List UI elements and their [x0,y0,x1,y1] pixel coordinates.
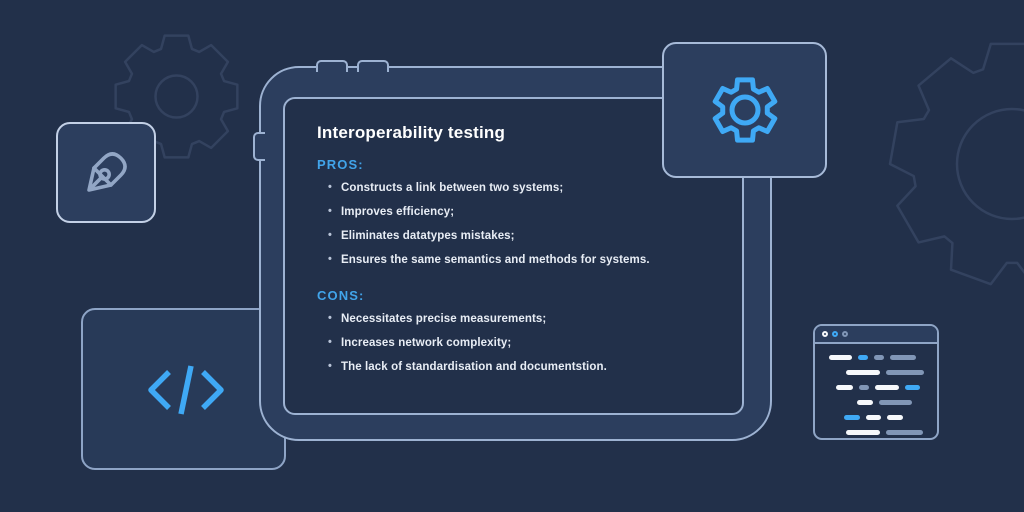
code-segment [875,385,899,390]
bullet-icon: • [328,336,332,348]
code-line [836,385,920,390]
window-control-dot [842,331,848,337]
list-item: • Eliminates datatypes mistakes; [328,229,712,243]
code-segment [866,415,881,420]
gear-card [662,42,827,178]
pen-tool-icon [87,151,127,192]
gear-icon [888,42,1024,286]
cons-heading: CONS: [317,288,365,303]
list-item: • Necessitates precise measurements; [328,312,712,326]
list-item-text: The lack of standardisation and document… [340,361,607,373]
tablet-top-button [316,60,348,72]
code-segment [890,355,916,360]
bullet-icon: • [328,312,332,324]
code-segment [859,385,869,390]
code-segment [829,355,852,360]
list-item-text: Ensures the same semantics and methods f… [340,254,650,266]
code-segment [886,430,923,435]
pros-list: •Constructs a link between two systems;•… [317,181,712,267]
browser-window-icon [813,324,939,440]
list-item-text: Improves efficiency; [340,206,455,218]
code-segment [879,400,912,405]
list-item: • Constructs a link between two systems; [328,181,712,195]
code-card [81,308,286,470]
list-item: • Improves efficiency; [328,205,712,219]
code-line [829,355,916,360]
code-segment [887,415,903,420]
bullet-icon: • [328,205,332,217]
code-segment [846,430,880,435]
bullet-icon: • [328,181,332,193]
list-item: • The lack of standardisation and documen… [328,360,712,374]
code-line [857,400,912,405]
code-segment [844,415,860,420]
code-segment [858,355,868,360]
list-item-text: Increases network complexity; [340,337,512,349]
browser-titlebar [815,326,937,344]
list-item-text: Eliminates datatypes mistakes; [340,230,515,242]
list-item-text: Necessitates precise measurements; [340,313,547,325]
window-control-dot [832,331,838,337]
code-segment [886,370,924,375]
code-segment [836,385,853,390]
window-control-dot [822,331,828,337]
list-item: • Ensures the same semantics and methods … [328,253,712,267]
code-line [844,415,903,420]
list-item: • Increases network complexity; [328,336,712,350]
code-segment [905,385,920,390]
bullet-icon: • [328,229,332,241]
bullet-icon: • [328,253,332,265]
code-line [846,370,924,375]
cons-list: • Necessitates precise measurements; • Incr… [317,312,712,374]
code-line [846,430,923,435]
code-segment [846,370,880,375]
list-item-text: Constructs a link between two systems; [340,182,564,194]
bullet-icon: • [328,360,332,372]
page-title: Interoperability testing [317,123,506,142]
pros-heading: PROS: [317,157,364,172]
tablet-top-button [357,60,389,72]
tablet-side-button [253,132,265,161]
code-segment [857,400,873,405]
pen-tool-card [56,122,156,223]
code-icon [148,365,224,415]
code-segment [874,355,884,360]
gear-icon [712,77,777,143]
